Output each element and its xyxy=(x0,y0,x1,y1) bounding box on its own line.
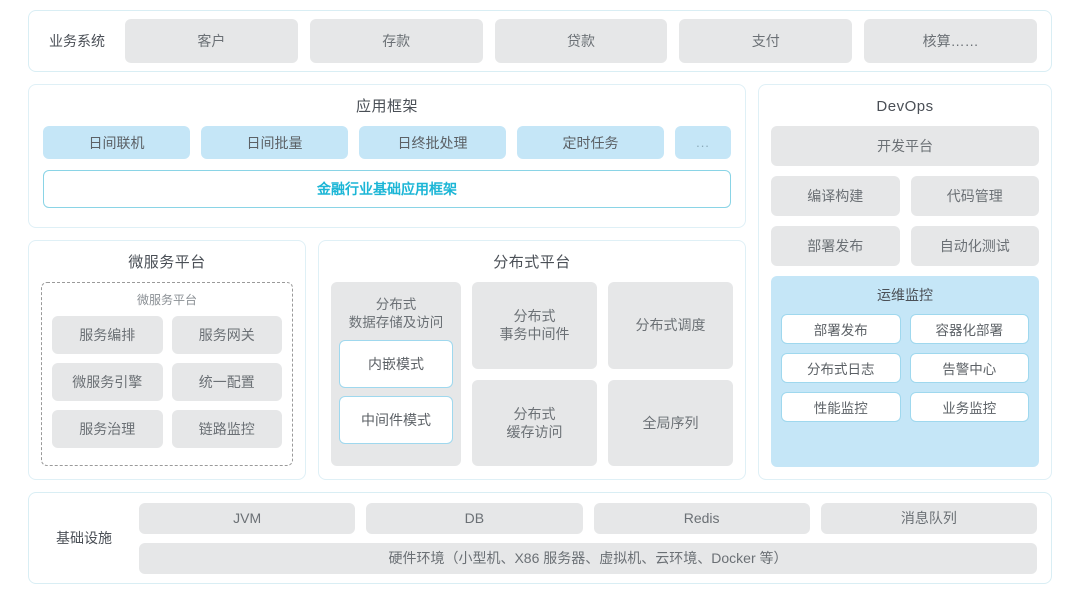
finance-base-framework-box[interactable]: 金融行业基础应用框架 xyxy=(43,170,731,208)
distributed-column-3: 分布式调度 全局序列 xyxy=(608,282,733,466)
ops-item-performance-monitoring[interactable]: 性能监控 xyxy=(781,392,901,422)
distributed-data-storage-title: 分布式 数据存储及访问 xyxy=(339,290,453,340)
msp-item-service-governance[interactable]: 服务治理 xyxy=(52,410,163,448)
devops-panel: DevOps 开发平台 编译构建 代码管理 部署发布 自动化测试 运维监控 部署… xyxy=(758,84,1052,480)
microservice-platform-panel: 微服务平台 微服务平台 服务编排 服务网关 微服务引擎 统一配置 服务治理 链路… xyxy=(28,240,306,480)
ops-monitoring-panel: 运维监控 部署发布 容器化部署 分布式日志 告警中心 性能监控 业务监控 xyxy=(771,276,1039,467)
distributed-column-2: 分布式 事务中间件 分布式 缓存访问 xyxy=(472,282,597,466)
application-framework-title: 应用框架 xyxy=(355,98,418,115)
infra-item-redis[interactable]: Redis xyxy=(593,502,810,534)
msp-item-service-gateway[interactable]: 服务网关 xyxy=(171,316,282,354)
application-framework-panel: 应用框架 日间联机 日间批量 日终批处理 定时任务 ... 金融行业基础应用框架 xyxy=(28,84,746,228)
distributed-columns: 分布式 数据存储及访问 内嵌模式 中间件模式 分布式 事务中间件 xyxy=(331,282,733,466)
infra-item-jvm[interactable]: JVM xyxy=(139,502,356,534)
dds-title-line2: 数据存储及访问 xyxy=(348,315,444,331)
devops-deploy-release[interactable]: 部署发布 xyxy=(771,226,900,266)
dist-scheduling[interactable]: 分布式调度 xyxy=(608,282,733,369)
distributed-platform-title: 分布式平台 xyxy=(493,254,571,271)
infrastructure-items: JVM DB Redis 消息队列 xyxy=(139,502,1037,534)
appfw-button-daytime-online[interactable]: 日间联机 xyxy=(43,126,190,159)
msp-item-service-orchestration[interactable]: 服务编排 xyxy=(52,316,163,354)
devops-pair-row-1: 编译构建 代码管理 xyxy=(771,176,1039,216)
dist-cache-access[interactable]: 分布式 缓存访问 xyxy=(472,379,597,466)
middle-left-column: 应用框架 日间联机 日间批量 日终批处理 定时任务 ... 金融行业基础应用框架… xyxy=(28,84,746,480)
appfw-button-more[interactable]: ... xyxy=(675,126,731,159)
dtm-line1: 分布式 xyxy=(513,308,556,325)
infra-hardware-environment[interactable]: 硬件环境（小型机、X86 服务器、虚拟机、云环境、Docker 等） xyxy=(139,542,1037,574)
business-item-deposit[interactable]: 存款 xyxy=(309,19,483,63)
devops-dev-platform[interactable]: 开发平台 xyxy=(771,126,1039,166)
infra-item-message-queue[interactable]: 消息队列 xyxy=(820,502,1037,534)
business-item-accounting[interactable]: 核算…… xyxy=(864,19,1037,63)
dtm-line2: 事务中间件 xyxy=(499,326,570,343)
ops-monitoring-title: 运维监控 xyxy=(877,287,933,303)
dds-title-line1: 分布式 xyxy=(375,297,417,312)
infrastructure-row: 基础设施 JVM DB Redis 消息队列 硬件环境（小型机、X86 服务器、… xyxy=(28,492,1052,584)
business-system-label: 业务系统 xyxy=(49,33,105,49)
business-item-payment[interactable]: 支付 xyxy=(679,19,853,63)
dds-mode-embedded[interactable]: 内嵌模式 xyxy=(339,340,453,389)
msp-item-microservice-engine[interactable]: 微服务引擎 xyxy=(52,363,163,401)
business-item-customer[interactable]: 客户 xyxy=(125,19,298,63)
devops-compile-build[interactable]: 编译构建 xyxy=(771,176,900,216)
microservice-items: 服务编排 服务网关 微服务引擎 统一配置 服务治理 链路监控 xyxy=(52,316,282,448)
infrastructure-label: 基础设施 xyxy=(56,530,112,546)
infrastructure-hardware-row: 硬件环境（小型机、X86 服务器、虚拟机、云环境、Docker 等） xyxy=(139,542,1037,574)
business-item-loan[interactable]: 贷款 xyxy=(494,19,668,63)
middle-block: 应用框架 日间联机 日间批量 日终批处理 定时任务 ... 金融行业基础应用框架… xyxy=(28,84,1052,480)
msp-item-unified-config[interactable]: 统一配置 xyxy=(171,363,282,401)
appfw-button-daytime-batch[interactable]: 日间批量 xyxy=(201,126,348,159)
infra-item-db[interactable]: DB xyxy=(366,502,583,534)
ops-item-deploy-release[interactable]: 部署发布 xyxy=(781,314,901,344)
dds-mode-middleware[interactable]: 中间件模式 xyxy=(339,396,453,445)
dist-global-sequence[interactable]: 全局序列 xyxy=(608,379,733,466)
dca-line1: 分布式 xyxy=(513,405,556,422)
msp-item-link-monitoring[interactable]: 链路监控 xyxy=(171,410,282,448)
devops-automated-testing[interactable]: 自动化测试 xyxy=(910,226,1039,266)
ops-item-alert-center[interactable]: 告警中心 xyxy=(909,353,1029,383)
devops-pair-row-2: 部署发布 自动化测试 xyxy=(771,226,1039,266)
lower-middle-row: 微服务平台 微服务平台 服务编排 服务网关 微服务引擎 统一配置 服务治理 链路… xyxy=(28,240,746,480)
dca-line2: 缓存访问 xyxy=(506,423,563,440)
ops-monitoring-items: 部署发布 容器化部署 分布式日志 告警中心 性能监控 业务监控 xyxy=(781,314,1029,422)
dist-transaction-middleware[interactable]: 分布式 事务中间件 xyxy=(472,282,597,369)
appfw-button-scheduled-task[interactable]: 定时任务 xyxy=(517,126,664,159)
appfw-button-eod-batch[interactable]: 日终批处理 xyxy=(359,126,506,159)
ops-item-business-monitoring[interactable]: 业务监控 xyxy=(909,392,1029,422)
business-system-items: 客户 存款 贷款 支付 核算…… xyxy=(125,19,1037,63)
ops-item-distributed-log[interactable]: 分布式日志 xyxy=(781,353,901,383)
devops-code-management[interactable]: 代码管理 xyxy=(910,176,1039,216)
distributed-data-storage-group[interactable]: 分布式 数据存储及访问 内嵌模式 中间件模式 xyxy=(331,282,461,466)
distributed-platform-panel: 分布式平台 分布式 数据存储及访问 内嵌模式 中间件模式 xyxy=(318,240,746,480)
application-framework-buttons: 日间联机 日间批量 日终批处理 定时任务 ... xyxy=(43,126,731,159)
infrastructure-stack: JVM DB Redis 消息队列 硬件环境（小型机、X86 服务器、虚拟机、云… xyxy=(139,502,1037,574)
ops-item-containerized-deploy[interactable]: 容器化部署 xyxy=(909,314,1029,344)
microservice-inner-title: 微服务平台 xyxy=(136,293,197,307)
business-system-row: 业务系统 客户 存款 贷款 支付 核算…… xyxy=(28,10,1052,72)
microservice-dashed-group: 微服务平台 服务编排 服务网关 微服务引擎 统一配置 服务治理 链路监控 xyxy=(41,282,293,466)
devops-title: DevOps xyxy=(876,98,934,115)
microservice-platform-title: 微服务平台 xyxy=(128,254,206,271)
